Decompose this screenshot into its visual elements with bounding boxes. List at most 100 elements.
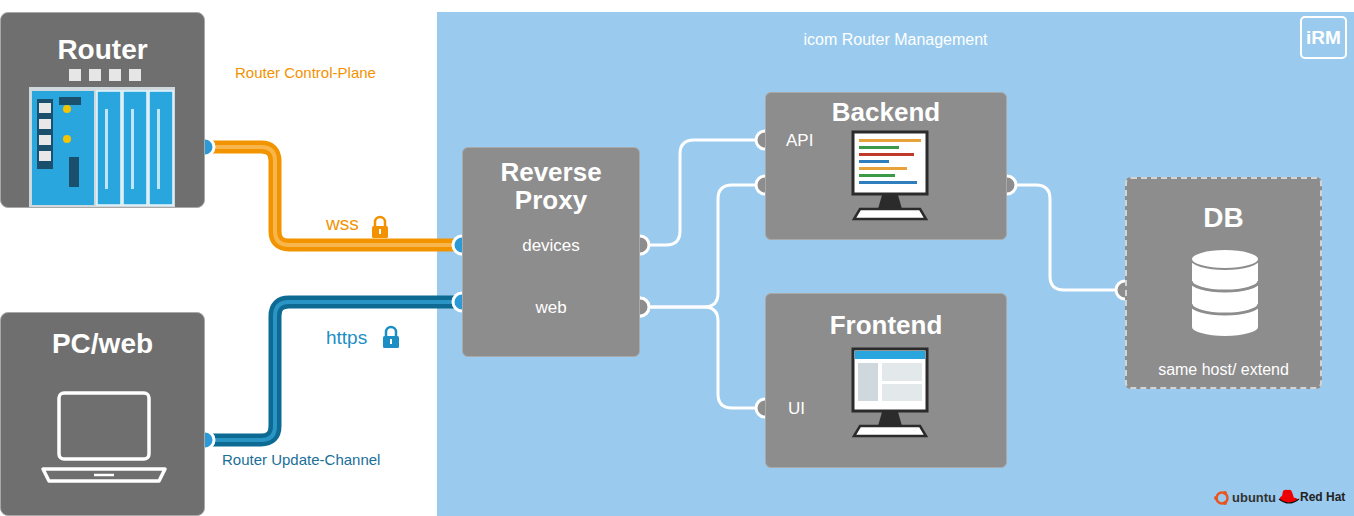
decor-shape	[386, 327, 396, 336]
decor-shape	[878, 412, 902, 426]
decor-shape	[854, 209, 926, 219]
decor-shape	[1280, 490, 1298, 503]
channel-label: Router Update-Channel	[222, 451, 380, 469]
connector	[196, 138, 471, 254]
box-title: Frontend	[774, 310, 998, 341]
box-title: Backend	[774, 97, 998, 128]
panel-ground	[437, 12, 1354, 516]
device-box: PC/web	[0, 312, 205, 516]
connector	[998, 176, 1134, 299]
connector	[631, 131, 774, 254]
decor-shape	[131, 109, 134, 189]
decor-shape	[855, 351, 925, 359]
connector-line	[640, 140, 765, 245]
decor-shape	[63, 135, 71, 143]
proxy-box: Reverse Proxy devices web	[462, 147, 640, 357]
decor-shape	[375, 217, 385, 226]
decor-shape	[59, 97, 81, 105]
decor-shape	[39, 151, 51, 161]
decor-shape	[853, 349, 927, 411]
decor-shape	[383, 336, 399, 348]
lock-icon	[383, 327, 399, 348]
connector-line	[205, 302, 462, 440]
box-title: Router	[9, 33, 196, 66]
decor-shape	[69, 157, 79, 187]
connector	[196, 293, 471, 449]
decor-shape	[859, 174, 895, 177]
connector	[631, 176, 774, 316]
redhat-logo	[1279, 490, 1299, 503]
box-title: DB	[1135, 201, 1312, 234]
decor-shape	[37, 99, 53, 169]
decor-shape	[89, 69, 101, 81]
connector-core	[205, 147, 462, 245]
decor-shape	[859, 146, 899, 149]
decor-shape	[105, 109, 108, 189]
decor-shape	[859, 167, 907, 170]
decor-shape	[157, 109, 160, 189]
box-title: PC/web	[9, 327, 196, 360]
decor-shape	[94, 474, 114, 477]
decor-shape	[859, 139, 921, 142]
decor-shape	[1191, 304, 1259, 314]
decor-shape	[859, 160, 889, 163]
service-box: FrontendUI	[765, 293, 1007, 468]
decor-shape	[1223, 501, 1227, 505]
lock-icon	[372, 217, 388, 238]
decor-shape	[69, 69, 81, 81]
database-box: DBsame host/ extend	[1125, 177, 1322, 389]
decor-shape	[1191, 259, 1259, 337]
decor-shape	[39, 135, 51, 145]
ubuntu-logo	[1214, 491, 1228, 505]
decor-shape	[1191, 281, 1259, 291]
decor-shape	[109, 69, 121, 81]
decor-shape	[1223, 491, 1227, 495]
router-illustration	[29, 69, 179, 209]
decor-shape	[858, 363, 878, 401]
connector-line	[205, 147, 462, 245]
os-logo-text: ubuntu	[1232, 490, 1276, 506]
box-title: Reverse Proxy	[471, 158, 631, 214]
edge-label: wss	[326, 213, 359, 235]
decor-shape	[372, 226, 388, 238]
port-name: devices	[471, 236, 631, 256]
decor-shape	[379, 229, 381, 234]
decor-shape	[878, 195, 902, 209]
decor-shape	[859, 153, 914, 156]
decor-shape	[123, 91, 147, 205]
database-illustration	[1185, 245, 1265, 341]
decor-shape	[882, 384, 922, 401]
port-name: UI	[788, 399, 805, 419]
connector-line	[640, 307, 765, 408]
port-name: web	[471, 298, 631, 318]
decor-shape	[97, 91, 121, 205]
decor-shape	[853, 132, 927, 194]
decor-shape	[29, 87, 175, 207]
decor-shape	[1279, 499, 1299, 503]
logo-badge: iRM	[1300, 16, 1347, 59]
channel-label: Router Control-Plane	[235, 64, 376, 82]
decor-shape	[1214, 496, 1218, 500]
monitor-illustration	[850, 346, 930, 438]
decor-shape	[39, 119, 51, 129]
system-panel: icom Router ManagementReverse Proxy devic…	[437, 12, 1354, 516]
device-box: Router	[0, 12, 205, 208]
connector-core	[205, 302, 462, 440]
decor-shape	[39, 103, 51, 113]
service-box: BackendAPI	[765, 92, 1007, 240]
decor-shape	[854, 426, 926, 436]
port-name: API	[786, 131, 813, 151]
panel-title: icom Router Management	[445, 30, 1346, 49]
decor-shape	[859, 181, 917, 184]
decor-shape	[1191, 249, 1259, 269]
connector	[631, 298, 774, 417]
decor-shape	[59, 393, 149, 459]
decor-shape	[882, 363, 922, 381]
decor-shape	[43, 469, 165, 481]
edge-label: https	[326, 327, 367, 349]
decor-shape	[129, 69, 141, 81]
os-logo-text: Red Hat	[1300, 490, 1345, 504]
laptop-illustration	[39, 389, 169, 489]
decor-shape	[390, 339, 392, 344]
